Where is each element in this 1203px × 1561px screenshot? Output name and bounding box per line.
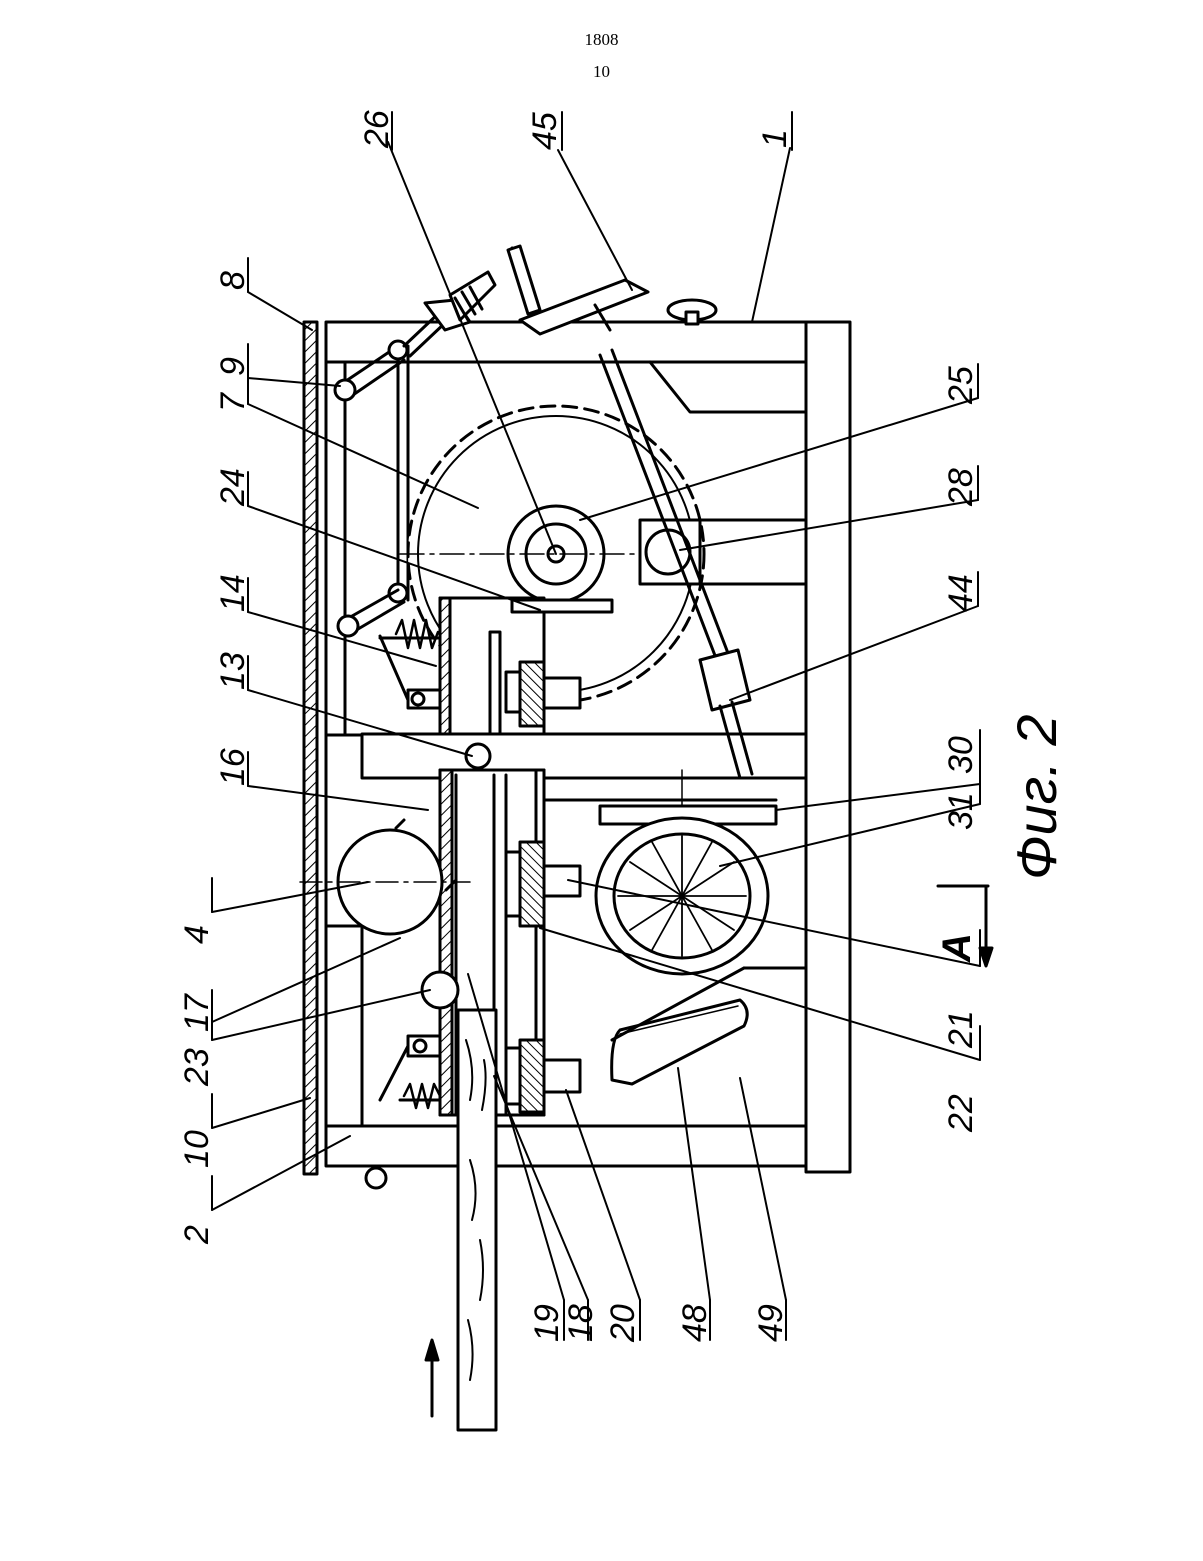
callout-8: 8 xyxy=(214,271,252,290)
top-plate-hatched xyxy=(304,322,317,1174)
callout-20: 20 xyxy=(604,1304,642,1343)
callout-48: 48 xyxy=(676,1304,714,1342)
callout-45: 45 xyxy=(526,112,564,150)
figure-caption: Фиг. 2 xyxy=(1005,714,1068,880)
callout-10: 10 xyxy=(178,1130,216,1168)
callout-14: 14 xyxy=(214,574,252,612)
callout-16: 16 xyxy=(214,748,252,786)
callout-13: 13 xyxy=(214,652,252,690)
callout-2: 2 xyxy=(178,1225,216,1245)
callout-18: 18 xyxy=(562,1304,600,1342)
callout-19: 19 xyxy=(528,1304,566,1342)
callout-49: 49 xyxy=(752,1304,790,1342)
callout-28: 28 xyxy=(942,468,980,507)
callout-1: 1 xyxy=(756,129,794,148)
callout-24: 24 xyxy=(214,468,252,507)
section-mark-a: А xyxy=(935,933,979,963)
callout-17: 17 xyxy=(178,993,216,1032)
frame-bottom-bar xyxy=(326,1126,806,1166)
callout-21: 21 xyxy=(942,1010,980,1049)
callout-4: 4 xyxy=(178,925,216,944)
callout-26: 26 xyxy=(358,110,396,149)
callout-23: 23 xyxy=(178,1048,216,1087)
callout-31: 31 xyxy=(942,792,980,830)
callout-9: 9 xyxy=(214,357,252,376)
log-board xyxy=(458,1010,496,1430)
callout-22: 22 xyxy=(942,1094,980,1133)
callout-44: 44 xyxy=(942,574,980,612)
callout-25: 25 xyxy=(942,366,980,405)
callout-30: 30 xyxy=(942,736,980,774)
callout-7: 7 xyxy=(214,392,252,412)
